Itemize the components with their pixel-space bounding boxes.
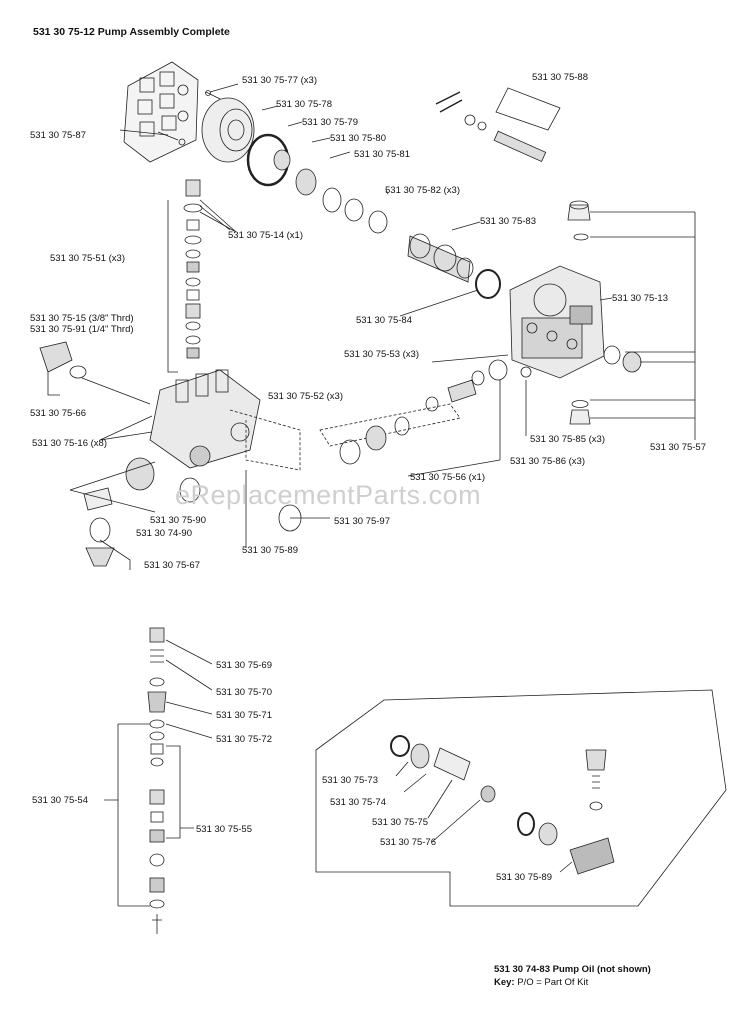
watermark: eReplacementParts.com [175,480,482,510]
footer-oil-line: 531 30 74-83 Pump Oil (not shown) [494,964,651,975]
part-label-14: 531 30 75-14 (x1) [228,230,303,241]
part-label-91: 531 30 75-91 (1/4" Thrd) [30,324,134,335]
part-label-81: 531 30 75-81 [354,149,410,160]
part-label-71: 531 30 75-71 [216,710,272,721]
pump-housing-icon [509,265,605,379]
valve-stack-icon [183,179,203,359]
part-label-74: 531 30 75-74 [330,797,386,808]
part-label-69: 531 30 75-69 [216,660,272,671]
footer-key-text: P/O = Part Of Kit [517,977,589,988]
lower-valve-stack-icon [147,627,167,934]
part-label-15: 531 30 75-15 (3/8" Thrd) [30,313,134,324]
part-label-76: 531 30 75-76 [380,837,436,848]
part-label-79: 531 30 75-79 [302,117,358,128]
manifold-block-icon [149,369,261,469]
part-label-13: 531 30 75-13 [612,293,668,304]
part-label-54: 531 30 75-54 [32,795,88,806]
footer-oil: 531 30 74-83 Pump Oil [494,964,595,975]
part-label-72: 531 30 75-72 [216,734,272,745]
part-label-7490: 531 30 74-90 [136,528,192,539]
part-label-16: 531 30 75-16 (x8) [32,438,107,449]
part-label-86: 531 30 75-86 (x3) [510,456,585,467]
part-label-80: 531 30 75-80 [330,133,386,144]
part-label-67: 531 30 75-67 [144,560,200,571]
part-label-83: 531 30 75-83 [480,216,536,227]
part-label-51: 531 30 75-51 (x3) [50,253,125,264]
part-label-89b: 531 30 75-89 [496,872,552,883]
seal-housing-icon [201,97,255,163]
part-label-84: 531 30 75-84 [356,315,412,326]
part-label-66: 531 30 75-66 [30,408,86,419]
part-label-78: 531 30 75-78 [276,99,332,110]
part-label-88: 531 30 75-88 [532,72,588,83]
part-label-56: 531 30 75-56 (x1) [410,472,485,483]
part-label-57: 531 30 75-57 [650,442,706,453]
oil-cap-icon [567,200,591,241]
part-label-52: 531 30 75-52 (x3) [268,391,343,402]
part-label-73: 531 30 75-73 [322,775,378,786]
part-label-70: 531 30 75-70 [216,687,272,698]
footer-key-line: Key: P/O = Part Of Kit [494,977,588,988]
part-label-55: 531 30 75-55 [196,824,252,835]
part-label-90: 531 30 75-90 [150,515,206,526]
part-label-85: 531 30 75-85 (x3) [530,434,605,445]
part-label-87: 531 30 75-87 [30,130,86,141]
part-label-82: 531 30 75-82 (x3) [385,185,460,196]
camshaft-icon [407,233,474,283]
diagram-title: 531 30 75-12 Pump Assembly Complete [33,26,230,38]
part-label-89a: 531 30 75-89 [242,545,298,556]
manifold-plate-icon [123,61,199,163]
footer-oil-note: (not shown) [596,964,651,975]
part-label-53: 531 30 75-53 (x3) [344,349,419,360]
part-label-75: 531 30 75-75 [372,817,428,828]
part-label-77: 531 30 75-77 (x3) [242,75,317,86]
part-label-97: 531 30 75-97 [334,516,390,527]
footer-key: Key: [494,977,515,988]
